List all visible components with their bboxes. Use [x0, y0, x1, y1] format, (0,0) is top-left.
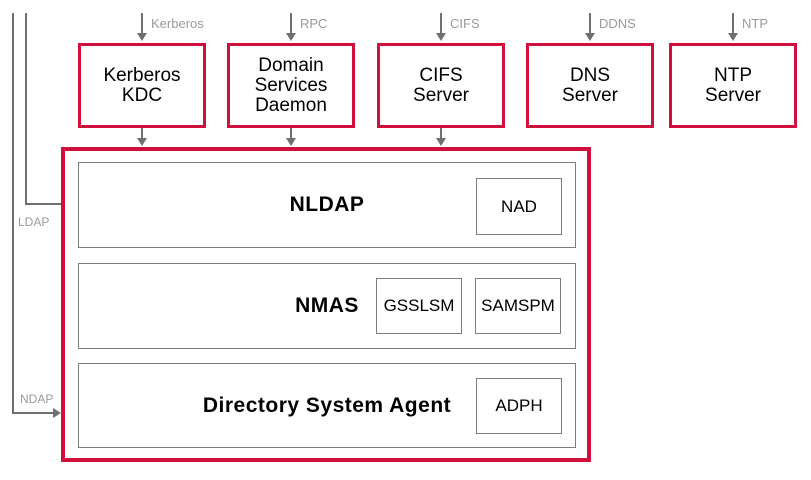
ldap-vertical-line [25, 13, 27, 204]
cifs-arrow-line [440, 13, 442, 34]
dns-server-label: DNS Server [562, 64, 618, 106]
nmas-title: NMAS [295, 294, 359, 317]
dns-server-box: DNS Server [526, 43, 654, 128]
rpc-arrow-line [290, 13, 292, 34]
daemon-to-core-line [290, 128, 292, 139]
ntp-server-box: NTP Server [669, 43, 797, 128]
ntp-arrowhead-icon [728, 33, 738, 41]
cifs-to-core-line [440, 128, 442, 139]
directory-system-agent-title: Directory System Agent [202, 393, 452, 417]
ntp-server-label: NTP Server [705, 64, 761, 106]
directory-system-agent-row: Directory System Agent ADPH [78, 363, 576, 448]
ddns-arrow-line [589, 13, 591, 34]
ntp-arrow-line [732, 13, 734, 34]
ldap-label: LDAP [18, 215, 50, 229]
nmas-row: NMAS GSSLSM SAMSPM [78, 263, 576, 349]
cifs-to-core-arrowhead-icon [436, 138, 446, 146]
nldap-title: NLDAP [289, 193, 365, 216]
ddns-arrowhead-icon [585, 33, 595, 41]
adph-module-box: ADPH [476, 378, 562, 434]
cifs-protocol-label: CIFS [450, 16, 480, 31]
kerberos-protocol-label: Kerberos [151, 16, 204, 31]
samspm-module-box: SAMSPM [475, 278, 561, 334]
ddns-protocol-label: DDNS [599, 16, 636, 31]
kerberos-to-core-arrowhead-icon [137, 138, 147, 146]
nad-module-label: NAD [501, 196, 537, 216]
ldap-horizontal-line [25, 203, 69, 205]
domain-services-daemon-box: Domain Services Daemon [227, 43, 355, 128]
cifs-server-box: CIFS Server [377, 43, 505, 128]
adph-module-label: ADPH [495, 396, 543, 415]
nad-module-box: NAD [476, 178, 562, 235]
samspm-module-label: SAMSPM [481, 296, 555, 315]
kerberos-kdc-label: Kerberos KDC [103, 64, 181, 106]
kerberos-arrowhead-icon [137, 33, 147, 41]
gsslsm-module-label: GSSLSM [383, 296, 455, 315]
ntp-protocol-label: NTP [742, 16, 768, 31]
daemon-to-core-arrowhead-icon [286, 138, 296, 146]
domain-services-daemon-label: Domain Services Daemon [254, 54, 328, 116]
gsslsm-module-box: GSSLSM [376, 278, 462, 334]
kerberos-arrow-line [141, 13, 143, 34]
ndap-horizontal-line [12, 412, 53, 414]
cifs-server-label: CIFS Server [413, 64, 469, 106]
ndap-arrowhead-icon [53, 408, 61, 418]
cifs-arrowhead-icon [436, 33, 446, 41]
rpc-arrowhead-icon [286, 33, 296, 41]
nldap-row: NLDAP NAD [78, 162, 576, 248]
kerberos-to-core-line [141, 128, 143, 139]
rpc-protocol-label: RPC [300, 16, 328, 31]
kerberos-kdc-box: Kerberos KDC [78, 43, 206, 128]
ndap-label: NDAP [20, 392, 54, 406]
ndap-vertical-line [12, 13, 14, 413]
